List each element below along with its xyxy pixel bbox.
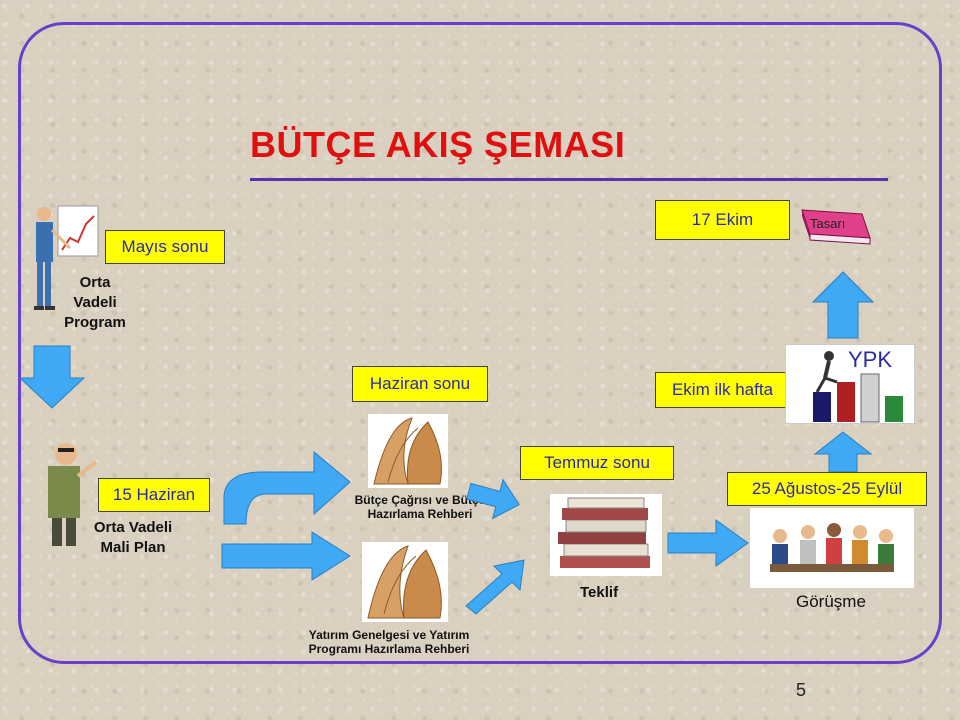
ovmp-line2: Mali Plan — [100, 539, 166, 556]
label-teklif: Teklif — [580, 584, 619, 601]
yatirim-line1: Yatırım Genelgesi ve Yatırım — [308, 628, 470, 642]
tasari-label: Tasarı — [810, 216, 846, 231]
cagri-line2: Hazırlama Rehberi — [367, 507, 473, 521]
label-butce-cagrisi: Bütçe Çağrısı ve Bütçe Hazırlama Rehberi — [330, 493, 510, 521]
ovp-line1: Orta — [79, 274, 111, 291]
arrow-to-gorusme — [667, 519, 749, 567]
arrow-curved-to-cagri — [223, 450, 351, 525]
tasari-book-icon — [801, 209, 871, 245]
ovmp-line1: Orta Vadeli — [93, 519, 173, 536]
arrow-straight-to-yatirim — [221, 531, 351, 581]
presenter-chart-illustration — [34, 205, 99, 310]
arrow-down-left — [18, 345, 86, 409]
document-stack-illustration — [550, 494, 662, 576]
ovp-line2: Vadeli — [73, 294, 117, 311]
label-orta-vadeli-mali-plan: Orta Vadeli Mali Plan — [78, 518, 188, 558]
arrow-to-teklif-upper — [466, 478, 520, 520]
arrow-to-teklif-lower — [465, 559, 525, 615]
arrow-up-lower — [813, 431, 873, 473]
slide-frame — [18, 22, 942, 664]
page-number: 5 — [796, 680, 807, 700]
label-gorusme: Görüşme — [796, 592, 866, 611]
slide-title: BÜTÇE AKIŞ ŞEMASI — [250, 124, 626, 165]
label-orta-vadeli-program: Orta Vadeli Program — [55, 273, 135, 333]
box-ekim-ilk-hafta: Ekim ilk hafta — [655, 372, 790, 408]
box-mayis-sonu: Mayıs sonu — [105, 230, 225, 264]
ovp-line3: Program — [64, 314, 126, 331]
ypk-label: YPK — [848, 347, 893, 372]
title-underline — [250, 178, 888, 181]
box-haziran-sonu: Haziran sonu — [352, 366, 488, 402]
arrow-up-upper — [811, 271, 875, 339]
box-temmuz-sonu: Temmuz sonu — [520, 446, 674, 480]
box-25-agustos: 25 Ağustos-25 Eylül — [727, 472, 927, 506]
book-pages-illustration-bottom — [362, 542, 448, 622]
presenter-man-illustration — [48, 443, 98, 546]
book-pages-illustration-top — [368, 414, 448, 488]
ypk-bar-chart-illustration — [785, 344, 915, 424]
yatirim-line2: Programı Hazırlama Rehberi — [308, 642, 470, 656]
box-17-ekim: 17 Ekim — [655, 200, 790, 240]
meeting-illustration — [750, 508, 914, 588]
box-15-haziran: 15 Haziran — [98, 478, 210, 512]
cagri-line1: Bütçe Çağrısı ve Bütçe — [354, 493, 486, 507]
label-yatirim-genelgesi: Yatırım Genelgesi ve Yatırım Programı Ha… — [284, 628, 494, 656]
